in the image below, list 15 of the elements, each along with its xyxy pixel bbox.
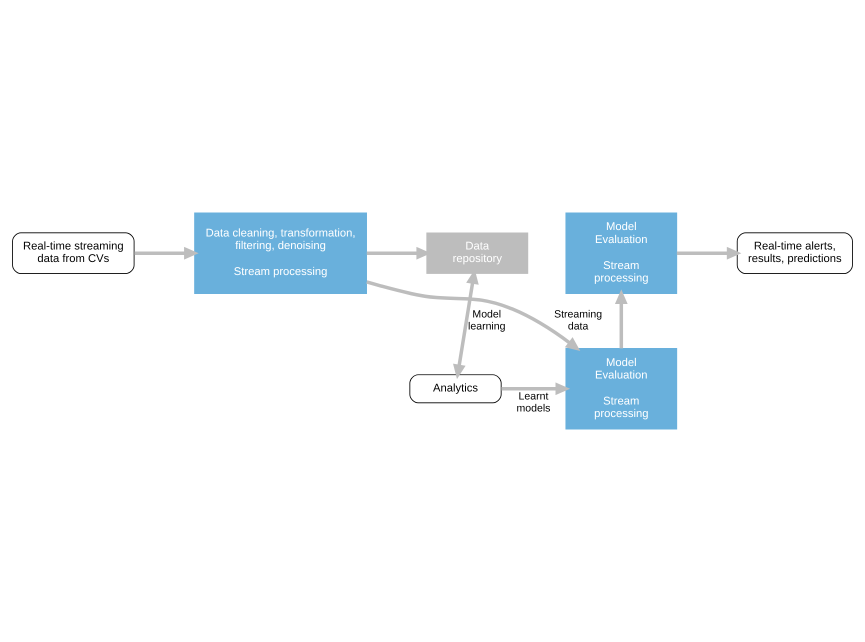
arrow [501, 382, 570, 396]
edge-label: Model learning [468, 308, 506, 332]
node-box: Analytics [409, 374, 502, 404]
node-box: Real-time streaming data from CVs [12, 232, 135, 274]
arrow [134, 246, 199, 260]
arrow [366, 280, 580, 352]
arrow [676, 246, 742, 260]
node-box: Model Evaluation Stream processing [565, 348, 678, 430]
arrow [614, 289, 628, 348]
node-box: Model Evaluation Stream processing [565, 212, 678, 294]
edge-label: Streaming data [554, 308, 602, 332]
edge-label: Learnt models [516, 390, 550, 414]
node-box: Data repository [426, 232, 528, 274]
node-box: Real-time alerts, results, predictions [736, 232, 853, 274]
node-box: Data cleaning, transformation, filtering, denoising Stream processing [194, 212, 367, 294]
